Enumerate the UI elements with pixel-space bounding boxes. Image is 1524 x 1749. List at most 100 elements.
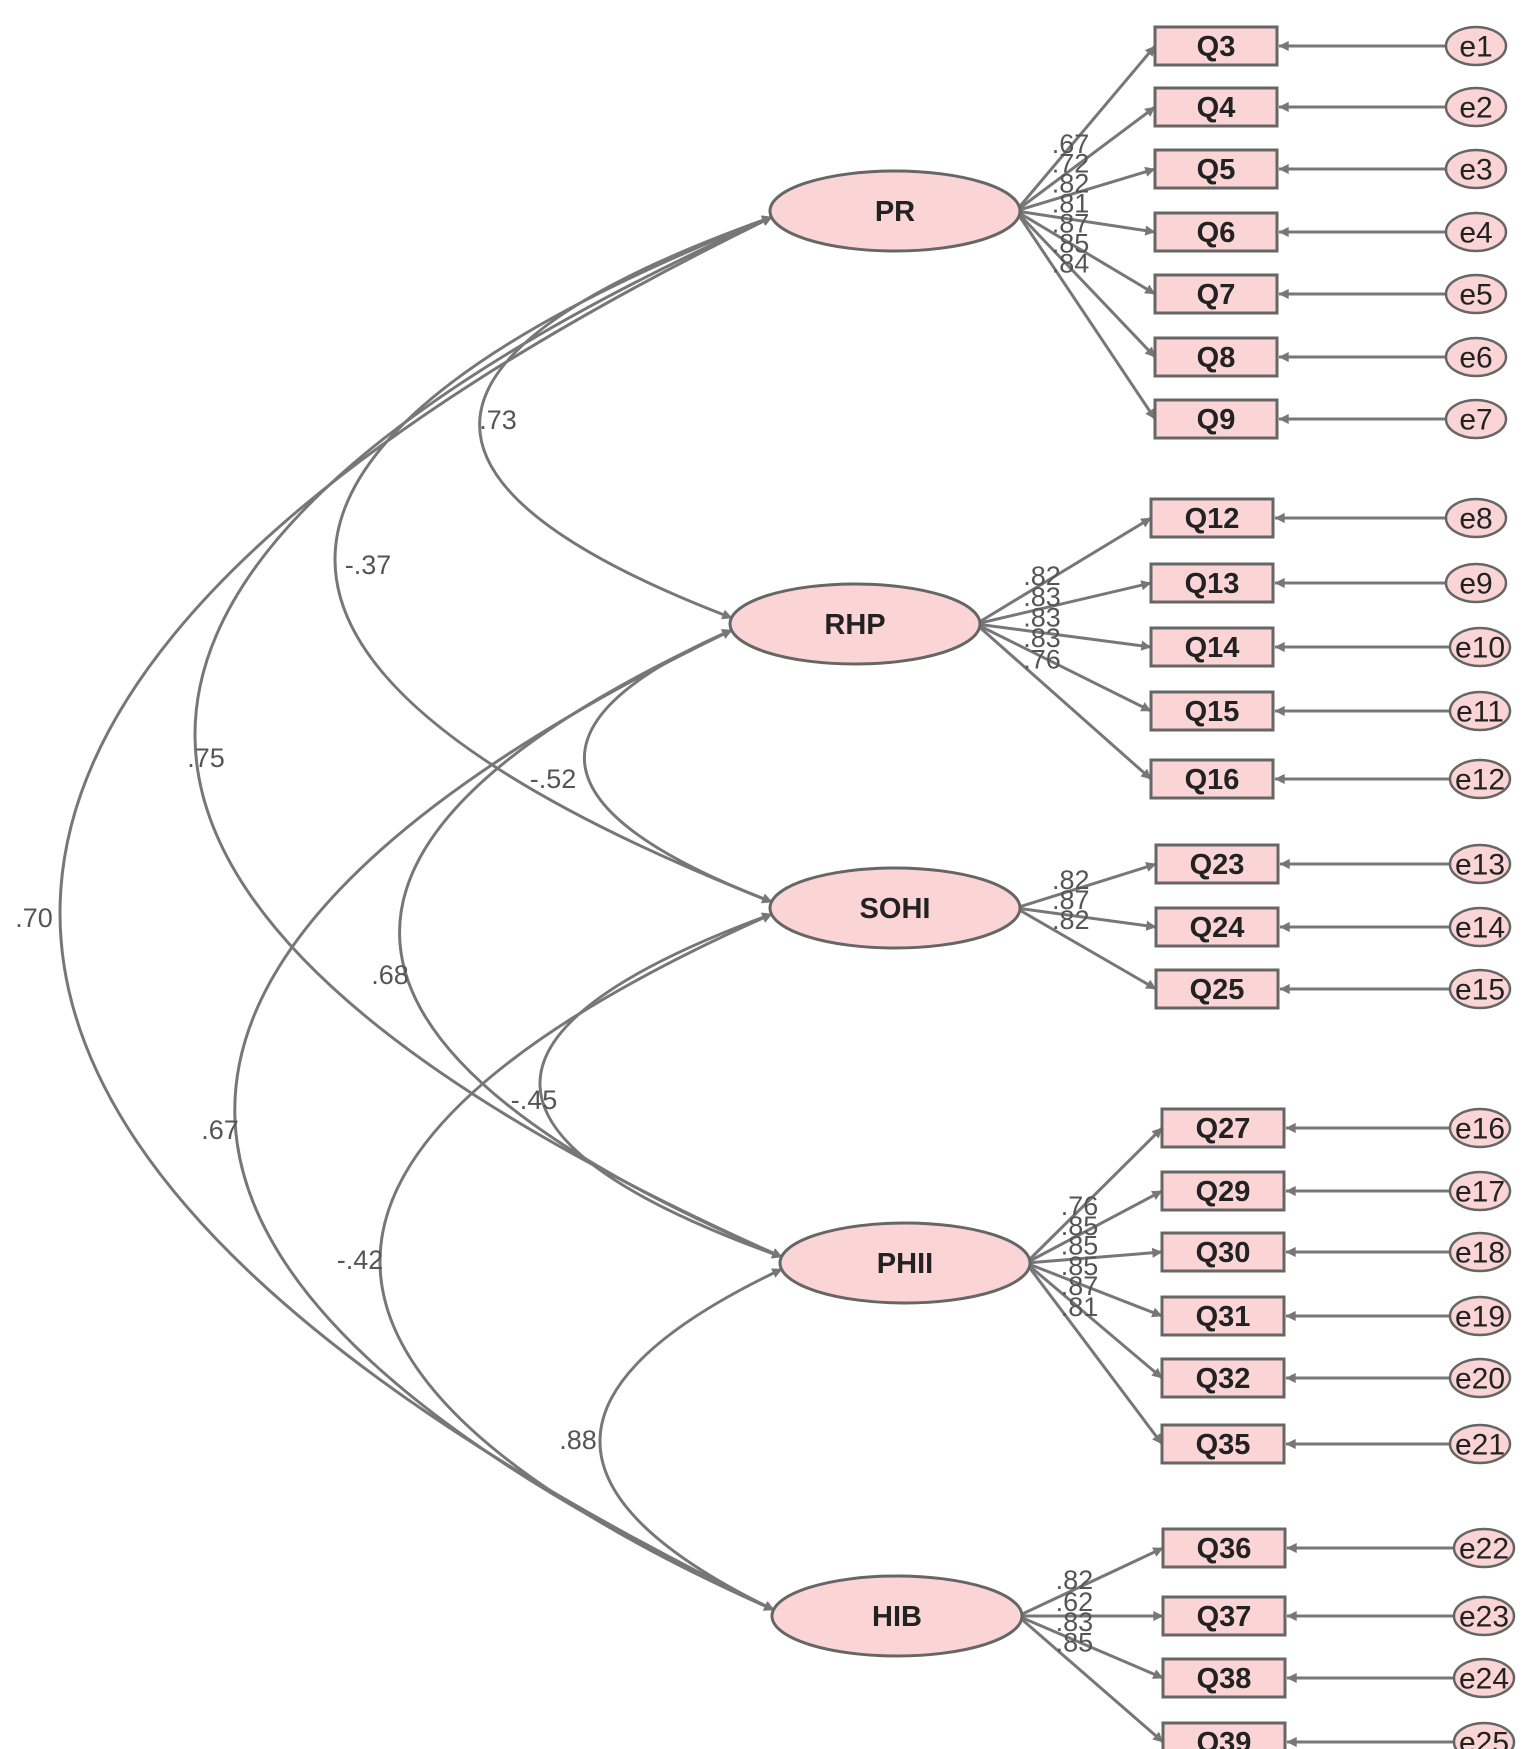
error-circle [1444,86,1508,128]
correlation-value-phii-hib: .88 [559,1425,597,1455]
loading-path-q16 [975,622,1152,781]
correlation-value-rhp-sohi: -.52 [530,764,577,794]
error-e13: e13 [1448,843,1512,885]
indicator-label: Q4 [1197,92,1236,124]
error-circle [1448,690,1512,732]
error-e6: e6 [1444,336,1508,378]
error-e8: e8 [1444,497,1508,539]
loading-value-q32: .87 [1061,1271,1099,1301]
error-label: e1 [1459,31,1492,64]
error-circle [1448,843,1512,885]
loading-value-q29: .85 [1061,1211,1099,1241]
error-label: e25 [1459,1727,1509,1749]
loading-path-q15 [975,622,1152,713]
error-circle [1452,1595,1516,1637]
indicator-q25: Q25 [1154,968,1280,1010]
error-e18: e18 [1448,1231,1512,1273]
indicator-box [1149,758,1275,800]
error-e1: e1 [1444,25,1508,67]
correlation-arc-sohi-hib [378,912,775,1612]
error-label: e15 [1455,974,1505,1007]
loading-value-q39: .85 [1056,1627,1094,1657]
error-e5: e5 [1444,273,1508,315]
indicator-box [1161,1721,1287,1749]
indicator-q8: Q8 [1153,336,1279,378]
indicator-box [1160,1423,1286,1465]
loading-value-q7: .87 [1052,209,1090,239]
indicator-q37: Q37 [1161,1595,1287,1637]
latent-ellipse [728,582,982,666]
indicator-q16: Q16 [1149,758,1275,800]
correlation-arc-pr-phii [193,215,783,1259]
error-label: e12 [1455,764,1505,797]
error-label: e2 [1459,92,1492,125]
loading-path-q25 [1015,906,1157,991]
correlation-arc-phii-hib [598,1267,783,1612]
latent-label: SOHI [860,893,931,925]
loading-value-q36: .82 [1056,1565,1094,1595]
indicator-label: Q29 [1196,1176,1251,1208]
error-circle [1452,1657,1516,1699]
loading-path-q7 [1015,209,1156,296]
indicator-label: Q14 [1185,632,1240,664]
loading-path-q8 [1014,209,1157,359]
indicator-label: Q32 [1196,1363,1251,1395]
indicator-q7: Q7 [1153,273,1279,315]
error-label: e5 [1459,279,1492,312]
indicator-label: Q12 [1185,503,1240,535]
indicator-label: Q15 [1185,696,1240,728]
loading-value-q37: .62 [1056,1587,1094,1617]
indicator-q9: Q9 [1153,398,1279,440]
latent-ellipse [778,1221,1032,1305]
loading-value-q6: .81 [1052,189,1090,219]
indicator-label: Q9 [1197,404,1236,436]
loading-value-q5: .82 [1052,169,1090,199]
error-e2: e2 [1444,86,1508,128]
error-label: e16 [1455,1113,1505,1146]
indicator-box [1160,1295,1286,1337]
loading-path-q5 [1015,166,1156,213]
indicator-box [1153,398,1279,440]
indicator-box [1149,562,1275,604]
loading-path-q3 [1014,45,1157,212]
error-e16: e16 [1448,1107,1512,1149]
error-e17: e17 [1448,1170,1512,1212]
correlation-arc-sohi-phii [538,912,783,1259]
error-circle [1448,1295,1512,1337]
correlation-arc-pr-rhp [478,215,773,620]
error-e4: e4 [1444,211,1508,253]
loading-path-q6 [1015,209,1156,236]
loading-path-q13 [975,580,1152,626]
error-circle [1448,1170,1512,1212]
error-label: e14 [1455,912,1505,945]
error-label: e20 [1455,1363,1505,1396]
latent-phii: PHII [778,1221,1032,1305]
indicator-box [1149,497,1275,539]
error-label: e3 [1459,154,1492,187]
correlation-arc-pr-hib [58,215,775,1612]
indicator-box [1161,1595,1287,1637]
error-label: e18 [1455,1237,1505,1270]
indicator-label: Q6 [1197,217,1236,249]
loading-path-q14 [975,622,1152,651]
loading-value-q15: .83 [1023,623,1061,653]
loading-path-q30 [1025,1247,1163,1265]
indicator-box [1153,336,1279,378]
error-circle [1448,626,1512,668]
indicator-box [1154,906,1280,948]
error-circle [1448,1107,1512,1149]
error-circle [1444,273,1508,315]
latent-ellipse [770,1574,1024,1658]
loading-value-q4: .72 [1052,149,1090,179]
loading-path-q29 [1025,1189,1163,1265]
indicator-label: Q37 [1197,1601,1252,1633]
indicator-q35: Q35 [1160,1423,1286,1465]
loading-path-q4 [1015,105,1156,213]
error-e21: e21 [1448,1423,1512,1465]
error-label: e4 [1459,217,1492,250]
indicator-box [1153,25,1279,67]
loading-path-q32 [1025,1261,1163,1380]
error-e19: e19 [1448,1295,1512,1337]
error-label: e23 [1459,1601,1509,1634]
